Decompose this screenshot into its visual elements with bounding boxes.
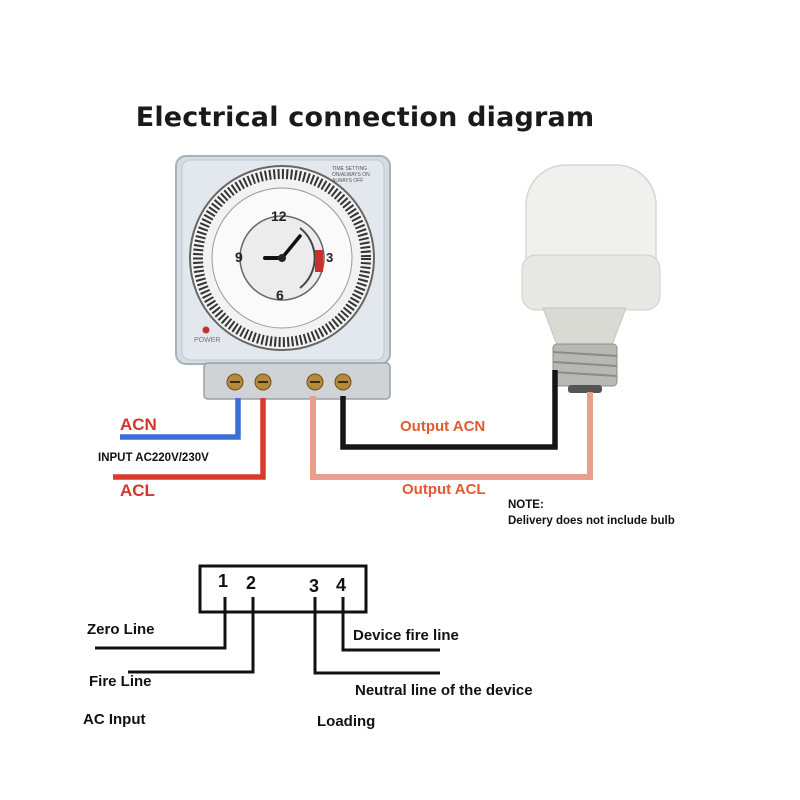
- acn-label: ACN: [120, 415, 157, 434]
- fire-line-label: Fire Line: [89, 673, 152, 690]
- timer-device: [175, 155, 391, 400]
- dial-number-3: 3: [326, 250, 334, 265]
- dial-number-12: 12: [271, 208, 287, 224]
- terminal-1-label: 1: [218, 571, 229, 591]
- neutral-line-label: Neutral line of the device: [355, 682, 533, 699]
- diagram-title: Electrical connection diagram: [135, 102, 595, 133]
- input-voltage-label: INPUT AC220V/230V: [98, 452, 209, 464]
- output-acn-wire: [340, 370, 558, 450]
- output-acl-label: Output ACL: [402, 481, 486, 498]
- acl-input-wire: [113, 398, 266, 480]
- dial-number-6: 6: [276, 287, 284, 303]
- device-text-line: ALWAYS OFF: [332, 178, 364, 184]
- terminal-2-label: 2: [246, 573, 257, 593]
- acn-input-wire: [120, 398, 241, 440]
- device-text-line: TIME SETTING: [332, 166, 367, 172]
- power-led-icon: [202, 326, 210, 334]
- device-text-line: ON/ALWAYS ON: [332, 172, 370, 178]
- terminal-3-label: 3: [309, 576, 320, 596]
- device-fire-line-label: Device fire line: [353, 627, 459, 644]
- light-bulb-icon: [521, 164, 661, 393]
- terminal-4-label: 4: [336, 575, 347, 595]
- output-acl-wire: [310, 392, 593, 480]
- loading-label: Loading: [317, 713, 376, 730]
- device-top-text: TIME SETTING ON/ALWAYS ON ALWAYS OFF: [332, 166, 370, 184]
- power-label: POWER: [194, 337, 221, 344]
- note-body: Delivery does not include bulb: [508, 515, 675, 527]
- terminal-schematic: [95, 564, 440, 675]
- acl-label: ACL: [120, 481, 155, 500]
- dial-number-9: 9: [235, 249, 243, 265]
- note-title: NOTE:: [508, 499, 544, 511]
- output-acn-label: Output ACN: [400, 418, 486, 435]
- ac-input-label: AC Input: [83, 711, 146, 728]
- zero-line-label: Zero Line: [87, 621, 155, 638]
